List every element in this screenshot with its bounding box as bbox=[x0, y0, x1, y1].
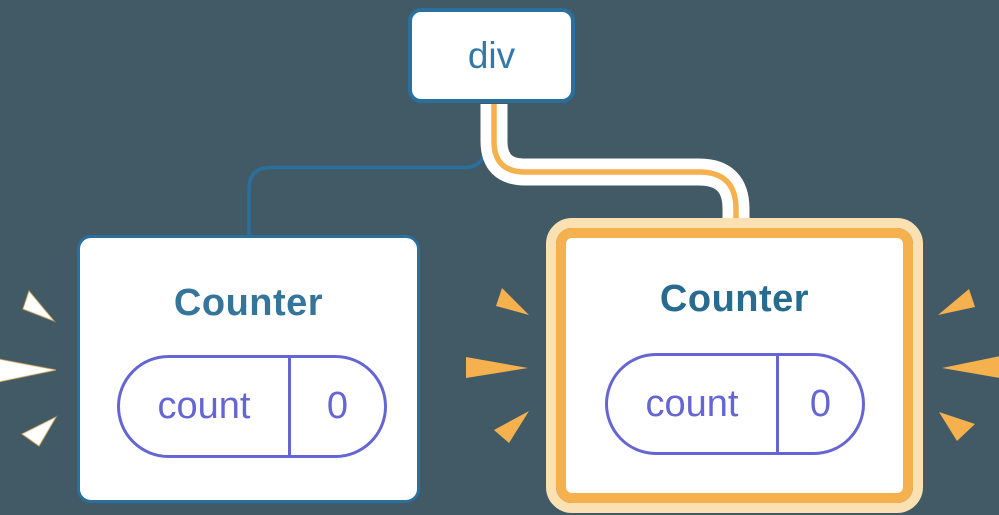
connector-left-line bbox=[247, 104, 487, 237]
root-node-label: div bbox=[467, 34, 516, 76]
spark-burst-right-card-right bbox=[938, 289, 999, 441]
connector-right-line bbox=[491, 104, 739, 242]
counter-card-left: Counter count 0 bbox=[77, 235, 420, 503]
state-key-label: count bbox=[608, 356, 779, 452]
counter-title: Counter bbox=[173, 282, 324, 324]
spark-ray-icon bbox=[0, 358, 57, 383]
spark-burst-left-card bbox=[0, 289, 58, 448]
state-value: 0 bbox=[809, 382, 832, 425]
spark-ray-icon bbox=[496, 288, 529, 315]
state-key-label: count bbox=[120, 358, 291, 455]
connector-right-highlight-outline bbox=[480, 104, 750, 224]
state-pill: count 0 bbox=[605, 353, 865, 455]
counter-card-right: Counter count 0 bbox=[556, 228, 913, 503]
spark-ray-icon bbox=[939, 412, 975, 441]
spark-ray-icon bbox=[938, 289, 975, 315]
spark-burst-right-card-left bbox=[466, 288, 529, 443]
root-node: div bbox=[408, 8, 575, 103]
spark-ray-icon bbox=[466, 357, 528, 378]
spark-ray-icon bbox=[494, 411, 529, 443]
state-value: 0 bbox=[326, 385, 349, 427]
counter-card-right-highlight: Counter count 0 bbox=[546, 218, 923, 513]
spark-ray-icon bbox=[20, 415, 58, 448]
counter-title: Counter bbox=[659, 278, 810, 320]
spark-ray-icon bbox=[942, 356, 999, 378]
spark-ray-icon bbox=[22, 289, 57, 323]
state-pill: count 0 bbox=[117, 355, 387, 458]
